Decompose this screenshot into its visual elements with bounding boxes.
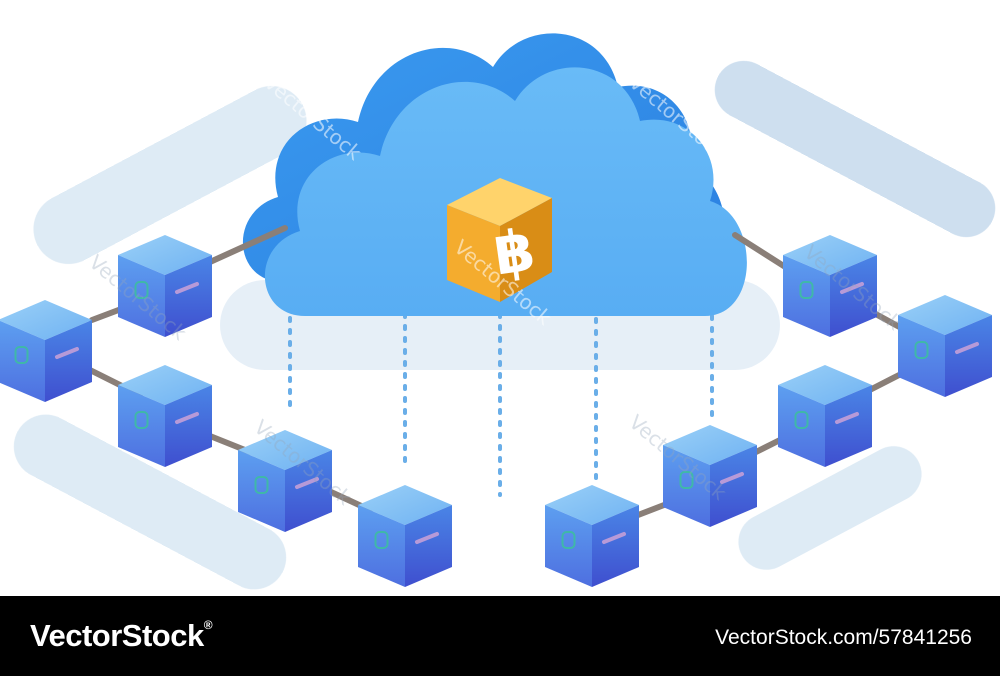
footer-brand: VectorStock® (30, 618, 213, 654)
block-cube (545, 485, 639, 587)
cube-glyph (14, 346, 29, 364)
bitcoin-block: ฿ (447, 178, 552, 302)
cube-mark (55, 347, 79, 359)
cube-glyph (914, 341, 929, 359)
brand-name: VectorStock (30, 618, 204, 653)
baht-symbol: ฿ (490, 216, 539, 289)
cube-mark (295, 477, 319, 489)
cube-mark (840, 282, 864, 294)
cube-mark (175, 282, 199, 294)
cube-mark (720, 472, 744, 484)
block-cubes (0, 235, 992, 587)
image-id: VectorStock.com/57841256 (715, 626, 972, 649)
cube-glyph (254, 476, 269, 494)
cube-mark (415, 532, 439, 544)
cube-glyph (794, 411, 809, 429)
block-cube (663, 425, 757, 527)
cube-glyph (561, 531, 576, 549)
block-cube (783, 235, 877, 337)
block-cube (898, 295, 992, 397)
cube-mark (175, 412, 199, 424)
cube-glyph (374, 531, 389, 549)
illustration-canvas: ฿ VectorStock VectorStock VectorStock Ve… (0, 33, 996, 590)
block-cube (778, 365, 872, 467)
cube-mark (835, 412, 859, 424)
cube-glyph (134, 411, 149, 429)
block-cube (0, 300, 92, 402)
block-cube (358, 485, 452, 587)
block-cube (238, 430, 332, 532)
cube-glyph (134, 281, 149, 299)
block-cube (118, 365, 212, 467)
footer-bar: VectorStock® VectorStock.com/57841256 (0, 596, 1000, 676)
cube-glyph (679, 471, 694, 489)
cube-mark (955, 342, 979, 354)
registered-mark: ® (203, 618, 213, 632)
cube-glyph (799, 281, 814, 299)
blockchain-cloud-illustration: ฿ (0, 33, 996, 590)
cube-mark (602, 532, 626, 544)
block-cube (118, 235, 212, 337)
